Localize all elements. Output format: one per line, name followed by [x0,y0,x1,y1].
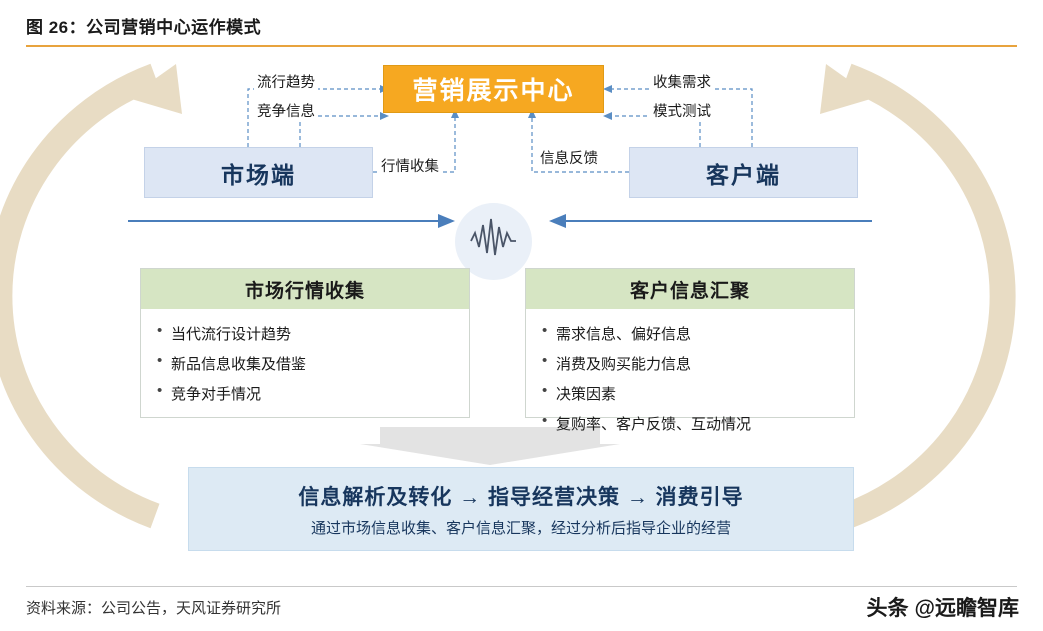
title-bar: 图 26：公司营销中心运作模式 [0,0,1043,47]
waveform-circle [455,203,532,280]
title-divider [26,45,1017,47]
list-item: • 竞争对手情况 [157,382,453,404]
label-market-quotes: 行情收集 [378,154,442,177]
list-item-label: 决策因素 [556,386,617,403]
list-item: • 决策因素 [542,382,838,404]
list-item-label: 新品信息收集及借鉴 [171,356,307,373]
list-item-label: 消费及购买能力信息 [556,356,692,373]
bullet-icon: • [157,382,163,399]
center-box: 营销展示中心 [383,65,604,113]
market-box: 市场端 [144,147,373,198]
panel-customer: 客户信息汇聚 • 需求信息、偏好信息 • 消费及购买能力信息 • 决策因素 • … [525,268,855,433]
label-feedback: 信息反馈 [537,146,601,169]
panel-customer-body: • 需求信息、偏好信息 • 消费及购买能力信息 • 决策因素 • 复购率、客户反… [526,309,854,453]
watermark-logo: 头条 [866,597,909,620]
list-item: • 消费及购买能力信息 [542,352,838,374]
panel-customer-title: 客户信息汇聚 [526,269,854,309]
list-item-label: 需求信息、偏好信息 [556,326,692,343]
list-item-label: 复购率、客户反馈、互动情况 [556,416,752,433]
bullet-icon: • [157,352,163,369]
panel-market: 市场行情收集 • 当代流行设计趋势 • 新品信息收集及借鉴 • 竞争对手情况 [140,268,470,418]
bullet-icon: • [157,322,163,339]
bullet-icon: • [542,352,548,369]
list-item: • 复购率、客户反馈、互动情况 [542,412,838,434]
footer-divider [26,586,1017,587]
customer-box: 客户端 [629,147,858,198]
label-trend: 流行趋势 [254,70,318,93]
label-competition: 竞争信息 [254,99,318,122]
diagram-canvas: 营销展示中心 市场端 客户端 流行趋势 竞争信息 收集需求 模式测试 行情收集 … [0,46,1043,586]
page-title: 图 26：公司营销中心运作模式 [26,18,262,37]
summary-title: 信息解析及转化 → 指导经营决策 → 消费引导 [298,485,744,509]
label-pattern-test: 模式测试 [650,99,714,122]
bullet-icon: • [542,322,548,339]
watermark-handle: @远瞻智库 [914,597,1019,620]
list-item: • 需求信息、偏好信息 [542,322,838,344]
list-item: • 新品信息收集及借鉴 [157,352,453,374]
summary-subtitle: 通过市场信息收集、客户信息汇聚，经过分析后指导企业的经营 [310,519,731,537]
source-note: 资料来源：公司公告，天风证券研究所 [26,600,282,617]
list-item-label: 当代流行设计趋势 [171,326,292,343]
bullet-icon: • [542,382,548,399]
list-item: • 当代流行设计趋势 [157,322,453,344]
panel-market-body: • 当代流行设计趋势 • 新品信息收集及借鉴 • 竞争对手情况 [141,309,469,423]
label-demand: 收集需求 [650,70,714,93]
waveform-icon [470,218,516,256]
summary-box: 信息解析及转化 → 指导经营决策 → 消费引导 通过市场信息收集、客户信息汇聚，… [188,467,854,551]
list-item-label: 竞争对手情况 [171,386,262,403]
watermark: 头条 @远瞻智库 [867,592,1019,622]
bullet-icon: • [542,412,548,429]
circular-flow-arrows [0,63,1016,529]
panel-market-title: 市场行情收集 [141,269,469,309]
